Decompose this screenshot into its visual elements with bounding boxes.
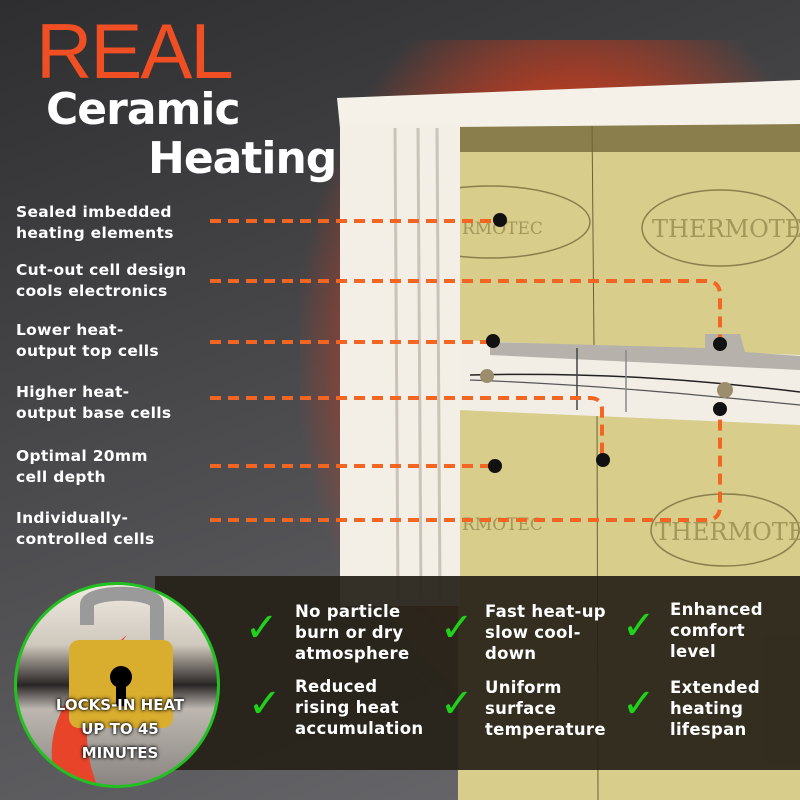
callout-dot [713, 402, 727, 416]
keyhole-icon [110, 666, 132, 688]
callout-base-cells: Higher heat-output base cells [16, 382, 216, 424]
callout-text: cell depth [16, 468, 106, 486]
callout-dot [713, 337, 727, 351]
sensor-right [717, 382, 733, 398]
frame-top [337, 80, 800, 128]
check-icon: ✓ [248, 681, 282, 727]
logo-ellipse [641, 189, 799, 267]
panel-divider [591, 119, 595, 348]
callout-text: controlled cells [16, 530, 155, 548]
callout-text: Higher heat- [16, 383, 130, 401]
padlock-icon [51, 586, 173, 785]
title-heating: Heating [148, 133, 337, 184]
badge-line: LOCKS-IN HEAT [55, 696, 185, 714]
callout-top-cells: Lower heat-output top cells [16, 320, 216, 362]
frame-groove [435, 127, 442, 601]
check-icon: ✓ [440, 681, 474, 727]
panel-logo: THERMOTEC [652, 215, 800, 243]
wiring [469, 373, 800, 393]
heat-lock-badge: LOCKS-IN HEAT UP TO 45 MINUTES [14, 582, 220, 788]
callout-text: Individually- [16, 509, 129, 527]
callout-dot [488, 459, 502, 473]
check-icon: ✓ [245, 605, 279, 651]
frame-side [340, 126, 460, 606]
padlock-shackle [80, 586, 164, 645]
callout-text: Lower heat- [16, 321, 124, 339]
panel-logo-partial: RMOTEC [462, 219, 543, 239]
callout-lines [210, 219, 722, 522]
callout-text: output top cells [16, 342, 159, 360]
callout-dots [486, 213, 727, 473]
callout-controlled-cells: Individually-controlled cells [16, 508, 216, 550]
callout-dot [493, 213, 507, 227]
check-icon: ✓ [622, 681, 656, 727]
callout-text: heating elements [16, 224, 174, 242]
callout-cell-depth: Optimal 20mm cell depth [16, 446, 216, 488]
badge-text: LOCKS-IN HEAT UP TO 45 MINUTES [17, 693, 217, 765]
logo-ellipse [650, 493, 800, 567]
badge-line: UP TO 45 [81, 720, 159, 738]
callout-cutout-cells: Cut-out cell design cools electronics [16, 260, 216, 302]
callout-text: output base cells [16, 404, 172, 422]
keyhole-icon [116, 680, 126, 706]
check-icon: ✓ [622, 603, 656, 649]
callout-dot [486, 334, 500, 348]
features-band [155, 576, 800, 770]
callout-line [210, 396, 604, 460]
callout-text: Sealed imbedded [16, 203, 172, 221]
sensor-left [480, 369, 494, 383]
callout-text: cools electronics [16, 282, 168, 300]
callout-sealed-elements: Sealed imbedded heating elements [16, 202, 216, 244]
title-ceramic: Ceramic [46, 84, 241, 135]
frame-groove [416, 127, 423, 601]
check-icon: ✓ [440, 605, 474, 651]
callout-text: Optimal 20mm [16, 447, 148, 465]
callout-line [210, 409, 722, 522]
callout-text: Cut-out cell design [16, 261, 187, 279]
callout-line [210, 279, 722, 343]
title-real: REAL [36, 7, 234, 95]
wiring [469, 379, 800, 406]
panel-logo: THERMOTEC [655, 518, 800, 546]
badge-line: MINUTES [81, 744, 159, 762]
callout-dot [596, 453, 610, 467]
